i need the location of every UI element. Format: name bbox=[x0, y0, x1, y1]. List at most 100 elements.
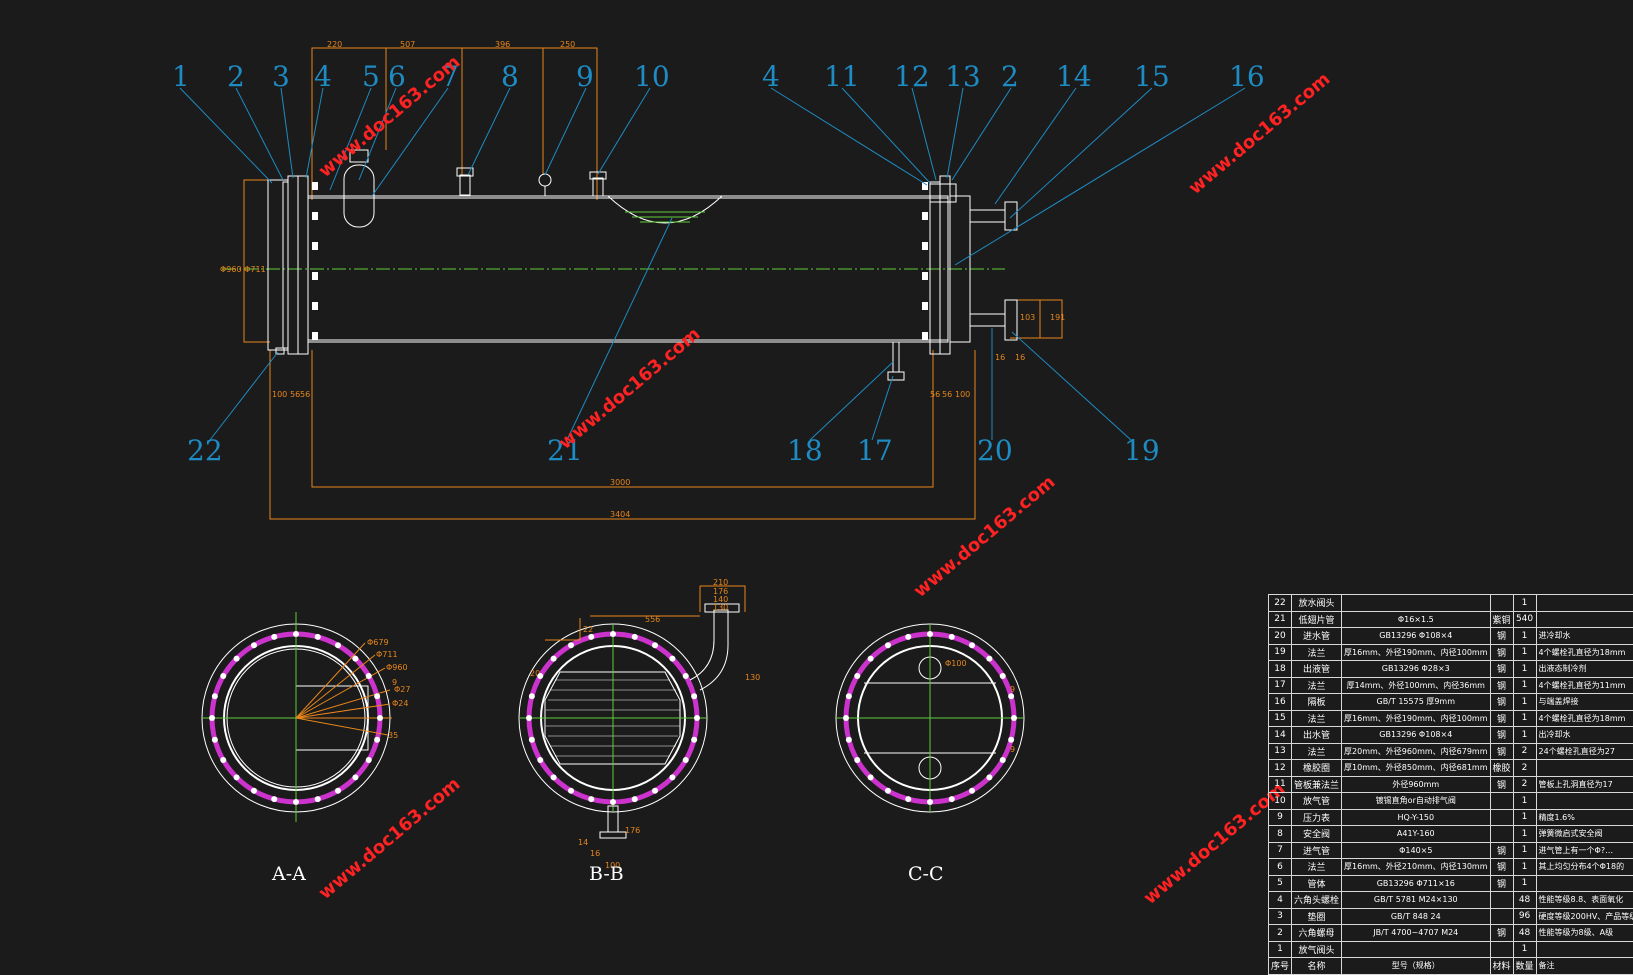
bolt-hole bbox=[366, 673, 372, 679]
bolt-hole bbox=[588, 634, 594, 640]
bolt-hole bbox=[885, 788, 891, 794]
svg-text:16: 16 bbox=[590, 849, 600, 858]
section-b-b: 210 176 140 130 556 22 20 130 14 16 100 … bbox=[519, 578, 760, 885]
bolt-hole bbox=[986, 774, 992, 780]
bom-cell: 厚16mm、外径190mm、内径100mm bbox=[1342, 644, 1490, 661]
bom-cell: 12 bbox=[1269, 760, 1292, 777]
svg-text:103: 103 bbox=[1020, 313, 1035, 322]
callout-6: 6 bbox=[388, 60, 406, 93]
svg-text:9: 9 bbox=[392, 678, 397, 687]
bom-cell: 4 bbox=[1269, 892, 1292, 909]
bom-cell: 9 bbox=[1269, 809, 1292, 826]
bolt-hole bbox=[335, 788, 341, 794]
bolt-hole bbox=[293, 631, 299, 637]
bom-cell: 法兰 bbox=[1292, 677, 1342, 694]
bom-cell: 隔板 bbox=[1292, 694, 1342, 711]
callout-8: 8 bbox=[501, 60, 519, 93]
callout-2: 2 bbox=[227, 60, 245, 93]
bom-cell: GB/T 15575 厚9mm bbox=[1342, 694, 1490, 711]
svg-text:35: 35 bbox=[388, 731, 398, 740]
bom-cell: 1 bbox=[1513, 595, 1536, 612]
bolt-hole bbox=[683, 673, 689, 679]
bom-cell: 钢 bbox=[1490, 727, 1513, 744]
svg-text:56: 56 bbox=[300, 390, 310, 399]
bom-cell: 法兰 bbox=[1292, 644, 1342, 661]
callout-20: 20 bbox=[977, 434, 1013, 467]
bolt-hole bbox=[843, 715, 849, 721]
svg-text:100: 100 bbox=[272, 390, 287, 399]
bom-cell: 钢 bbox=[1490, 677, 1513, 694]
bolt-hole bbox=[949, 796, 955, 802]
bom-cell: 2 bbox=[1513, 776, 1536, 793]
bom-cell: 1 bbox=[1513, 644, 1536, 661]
bolt-hole bbox=[352, 656, 358, 662]
svg-text:Φ679: Φ679 bbox=[367, 638, 389, 647]
bom-cell: 压力表 bbox=[1292, 809, 1342, 826]
bom-cell: 性能等级8.8、表面氧化 bbox=[1536, 892, 1633, 909]
callout-22: 22 bbox=[187, 434, 223, 467]
bom-cell: 进水管 bbox=[1292, 628, 1342, 645]
bom-cell: 10 bbox=[1269, 793, 1292, 810]
svg-text:Φ24: Φ24 bbox=[392, 699, 408, 708]
bolt-hole bbox=[1008, 693, 1014, 699]
bom-cell: 15 bbox=[1269, 710, 1292, 727]
bom-cell: 5 bbox=[1269, 875, 1292, 892]
bolt-hole bbox=[212, 737, 218, 743]
bom-cell: 进冷却水 bbox=[1536, 628, 1633, 645]
bolt-hole bbox=[846, 693, 852, 699]
bolt-hole bbox=[271, 634, 277, 640]
bom-cell: 19 bbox=[1269, 644, 1292, 661]
callout-11: 11 bbox=[824, 60, 860, 93]
bom-cell: 2 bbox=[1269, 925, 1292, 942]
bom-cell: 管板上孔洞直径为17 bbox=[1536, 776, 1633, 793]
bolt-hole bbox=[568, 642, 574, 648]
bom-cell: 钢 bbox=[1490, 661, 1513, 678]
bom-cell bbox=[1490, 941, 1513, 958]
bom-cell: 20 bbox=[1269, 628, 1292, 645]
svg-text:507: 507 bbox=[400, 40, 415, 49]
svg-text:130: 130 bbox=[745, 673, 760, 682]
bolt-hole bbox=[669, 774, 675, 780]
bom-cell: 7 bbox=[1269, 842, 1292, 859]
bolt-hole bbox=[588, 796, 594, 802]
bom-cell: 2 bbox=[1513, 760, 1536, 777]
bom-cell: 钢 bbox=[1490, 776, 1513, 793]
bom-cell: 出水管 bbox=[1292, 727, 1342, 744]
bom-cell: 11 bbox=[1269, 776, 1292, 793]
svg-text:130: 130 bbox=[713, 603, 728, 612]
bom-cell: 14 bbox=[1269, 727, 1292, 744]
bom-cell: 1 bbox=[1513, 727, 1536, 744]
bolt-hole bbox=[537, 757, 543, 763]
callout-12: 12 bbox=[894, 60, 930, 93]
callout-numbers: 1 2 3 4 5 6 7 8 9 10 4 11 12 13 2 14 15 … bbox=[172, 60, 1265, 467]
bom-cell: 钢 bbox=[1490, 710, 1513, 727]
bom-cell: 放气阀头 bbox=[1292, 941, 1342, 958]
bom-cell: 18 bbox=[1269, 661, 1292, 678]
bolt-hole bbox=[374, 737, 380, 743]
svg-text:16: 16 bbox=[995, 353, 1005, 362]
bom-cell: 进气管上有一个Φ?… bbox=[1536, 842, 1633, 859]
bolt-hole bbox=[927, 799, 933, 805]
svg-text:3000: 3000 bbox=[610, 478, 630, 487]
callout-3: 3 bbox=[272, 60, 290, 93]
svg-text:191: 191 bbox=[1050, 313, 1065, 322]
bom-cell: 钢 bbox=[1490, 875, 1513, 892]
bolt-hole bbox=[905, 796, 911, 802]
bom-cell bbox=[1490, 595, 1513, 612]
svg-text:3404: 3404 bbox=[610, 510, 630, 519]
svg-text:250: 250 bbox=[560, 40, 575, 49]
svg-text:210: 210 bbox=[713, 578, 728, 587]
bom-cell: 钢 bbox=[1490, 628, 1513, 645]
bom-cell: 钢 bbox=[1490, 842, 1513, 859]
